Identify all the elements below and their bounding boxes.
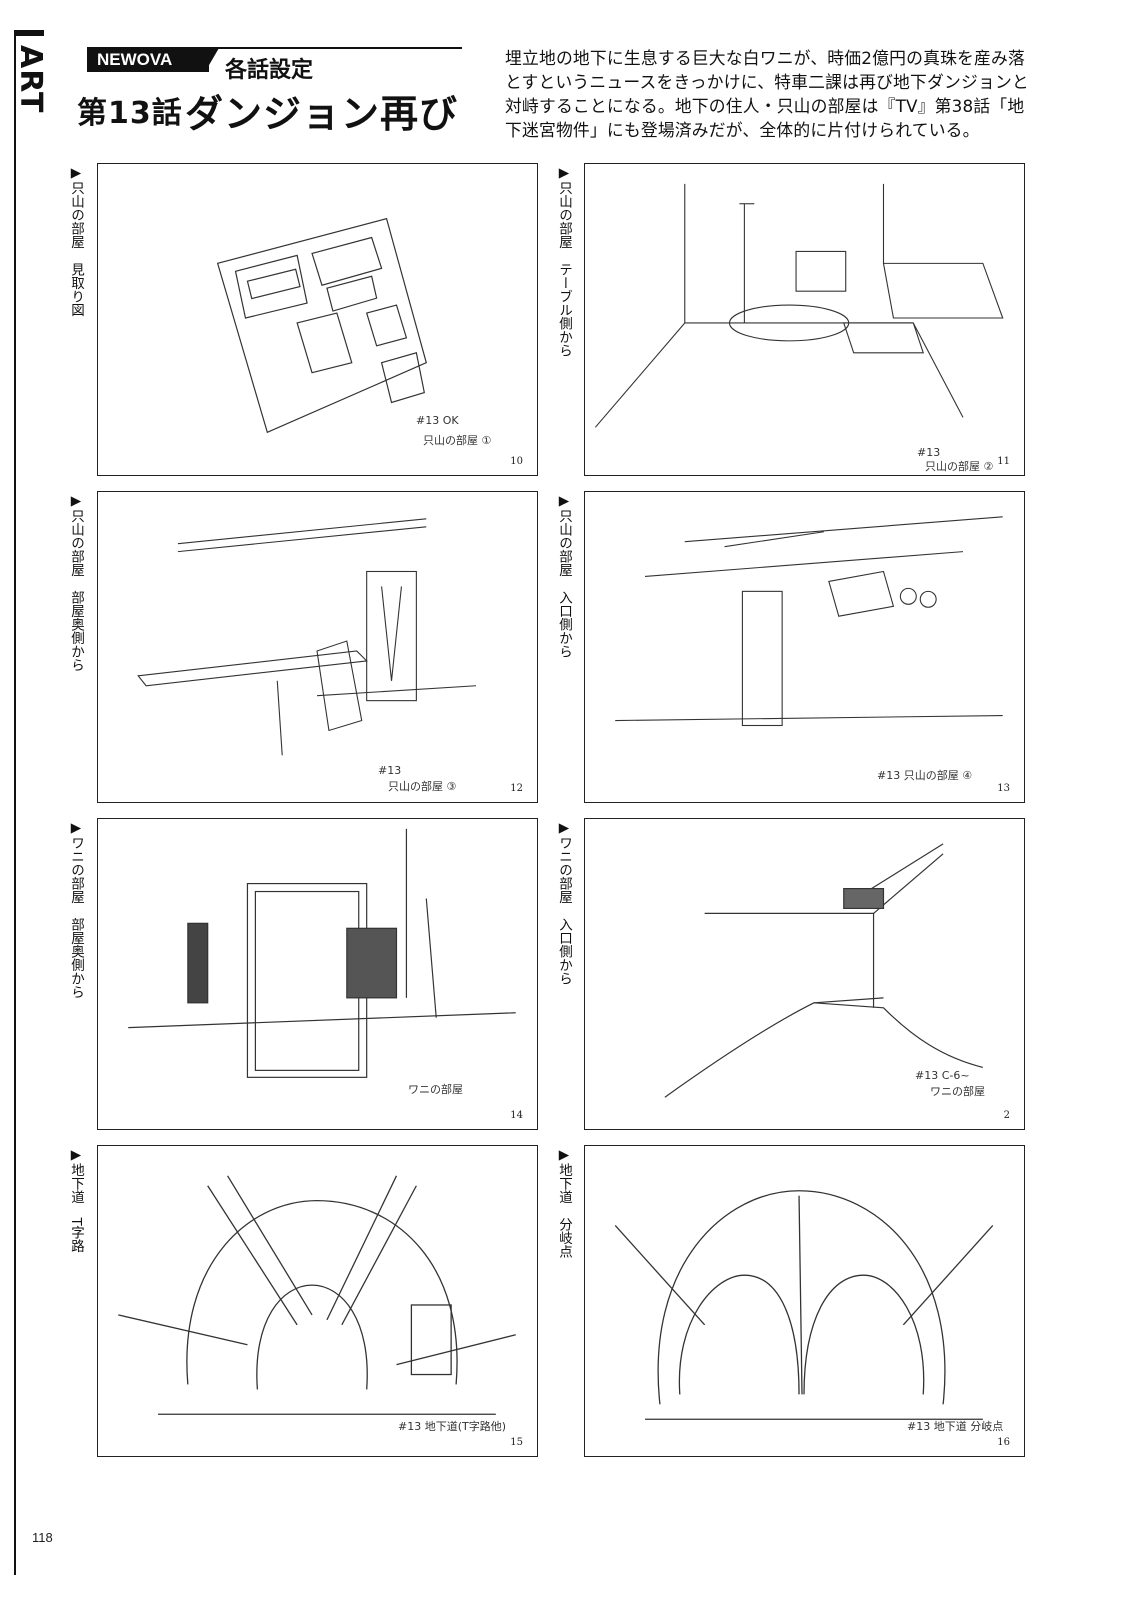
- episode-title: ダンジョン再び: [185, 92, 459, 136]
- panel-caption: ▶ワニの部屋部屋奥側から: [68, 820, 84, 999]
- spine-rule: [14, 30, 16, 1575]
- panel-caption: ▶地下道T字路: [68, 1147, 84, 1253]
- panel-number: 12: [510, 783, 523, 794]
- panel-note: ワニの部屋: [408, 1083, 463, 1096]
- panel-number: 14: [510, 1110, 523, 1121]
- intro-text: 埋立地の地下に生息する巨大な白ワニが、時価2億円の真珠を産み落とすというニュース…: [505, 48, 1029, 140]
- panel-number: 16: [997, 1437, 1010, 1448]
- panel-caption: ▶ワニの部屋入口側から: [556, 820, 572, 985]
- spine-title: ART SETTING: [0, 45, 48, 197]
- room-back-sketch: [137, 518, 477, 756]
- spine-cap: [14, 30, 44, 36]
- panel-note: #13 地下道(T字路他): [398, 1420, 507, 1433]
- croc-room-sketch: [128, 828, 516, 1078]
- panel-caption: ▶只山の部屋見取り図: [68, 165, 84, 317]
- floor-plan-sketch: [216, 217, 428, 434]
- panel-frame: #13 地下道 分岐点 16: [584, 1145, 1025, 1457]
- episode-number: 第13話: [77, 96, 183, 131]
- panel-note: #13 OK: [416, 414, 459, 427]
- panel-number: 13: [997, 783, 1010, 794]
- panel-caption: ▶地下道分岐点: [556, 1147, 572, 1258]
- croc-room-entrance-sketch: [664, 843, 983, 1098]
- room-entrance-sketch: [615, 516, 1003, 727]
- section-title: 各話設定: [225, 58, 314, 83]
- tunnel-junction-sketch: [118, 1175, 516, 1415]
- room-sketch: [594, 183, 1004, 428]
- panel-caption: ▶只山の部屋テーブル側から: [556, 165, 572, 357]
- panel-frame: #13 地下道(T字路他) 15: [97, 1145, 538, 1457]
- panel-note: #13 只山の部屋 ④: [877, 769, 973, 782]
- tunnel-fork-sketch: [614, 1190, 994, 1420]
- panel-frame: ワニの部屋 14: [97, 818, 538, 1130]
- panel-note: 只山の部屋 ③: [388, 780, 457, 793]
- panel-number: 11: [997, 456, 1010, 467]
- panel-frame: #13 只山の部屋 ③ 12: [97, 491, 538, 803]
- header-rule: [87, 47, 462, 49]
- panel-caption: ▶只山の部屋入口側から: [556, 493, 572, 658]
- panel-note: ワニの部屋: [930, 1085, 985, 1098]
- page-number: 118: [32, 1530, 53, 1545]
- panel-note: 只山の部屋 ①: [423, 434, 492, 447]
- panel-note: #13 C-6~: [915, 1069, 970, 1082]
- panel-number: 15: [510, 1437, 523, 1448]
- panel-note: #13 地下道 分岐点: [907, 1420, 1004, 1433]
- panel-number: 2: [1003, 1110, 1010, 1121]
- panel-frame: #13 只山の部屋 ② 11: [584, 163, 1025, 476]
- panel-number: 10: [510, 456, 523, 467]
- series-label: NEWOVA: [87, 48, 209, 72]
- panel-frame: #13 C-6~ ワニの部屋 2: [584, 818, 1025, 1130]
- panel-frame: #13 OK 只山の部屋 ① 10: [97, 163, 538, 476]
- panel-note: #13: [917, 446, 941, 459]
- panel-note: 只山の部屋 ②: [925, 460, 994, 473]
- panel-frame: #13 只山の部屋 ④ 13: [584, 491, 1025, 803]
- panel-caption: ▶只山の部屋部屋奥側から: [68, 493, 84, 672]
- series-label-slant: [205, 48, 219, 72]
- panel-note: #13: [378, 764, 402, 777]
